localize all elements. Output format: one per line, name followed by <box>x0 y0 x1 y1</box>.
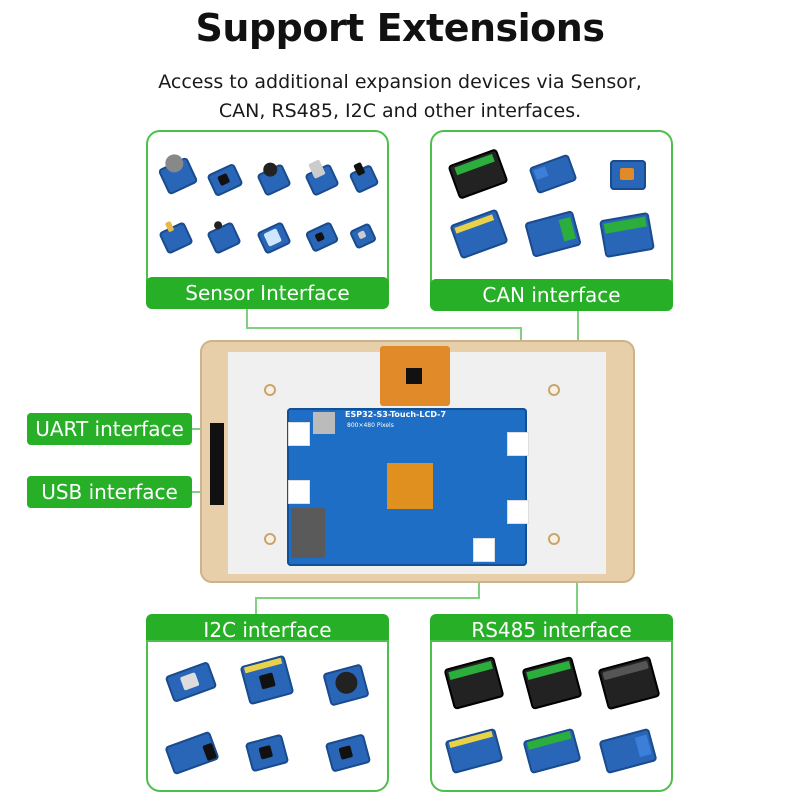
rs485-port <box>507 500 529 524</box>
esp32-board: ESP32-S3-Touch-LCD-7 800×480 Pixels <box>287 408 529 566</box>
page-subtitle: Access to additional expansion devices v… <box>0 68 800 126</box>
board-silkscreen-sub: 800×480 Pixels <box>347 422 394 429</box>
ribbon-connector <box>387 463 433 509</box>
can-port <box>507 432 529 456</box>
i2c-module-icon <box>164 660 218 704</box>
i2c-interface-panel <box>146 640 389 792</box>
i2c-module-icon <box>322 663 370 707</box>
sensor-module-icon <box>157 151 199 196</box>
sensor-module-icon <box>206 219 242 255</box>
rs485-module-icon <box>522 727 582 775</box>
fpc-connector <box>380 346 450 406</box>
can-module-icon <box>610 160 646 190</box>
sensor-module-icon <box>348 161 380 195</box>
mount-hole <box>264 533 276 545</box>
sensor-module-icon <box>256 221 292 255</box>
sd-slot <box>313 412 335 434</box>
i2c-module-icon <box>239 654 295 706</box>
uart-interface-label: UART interface <box>27 413 192 445</box>
rs485-module-icon <box>598 727 658 775</box>
cable-bar <box>210 423 224 505</box>
sensor-module-icon <box>304 159 340 197</box>
subtitle-line-1: Access to additional expansion devices v… <box>158 71 642 93</box>
board-silkscreen-title: ESP32-S3-Touch-LCD-7 <box>345 410 447 419</box>
can-module-icon <box>447 148 509 200</box>
i2c-port <box>473 538 495 562</box>
can-module-icon <box>524 210 582 258</box>
can-module-icon <box>599 211 655 259</box>
rs485-interface-panel <box>430 640 673 792</box>
usb-interface-label: USB interface <box>27 476 192 508</box>
can-module-icon <box>449 208 509 260</box>
sensor-module-icon <box>158 220 194 255</box>
i2c-module-icon <box>244 733 290 773</box>
can-module-icon <box>528 153 578 195</box>
i2c-module-icon <box>164 730 220 776</box>
mount-hole <box>264 384 276 396</box>
sensor-module-icon <box>256 160 292 197</box>
esp32-module <box>291 508 325 558</box>
sensor-module-icon <box>304 221 340 253</box>
i2c-module-icon <box>324 733 372 773</box>
usb-port <box>288 480 310 504</box>
uart-port <box>288 422 310 446</box>
rs485-module-icon <box>521 655 583 711</box>
rs485-module-icon <box>444 727 504 775</box>
subtitle-line-2: CAN, RS485, I2C and other interfaces. <box>218 100 582 122</box>
sensor-module-icon <box>206 162 244 198</box>
mount-hole <box>548 533 560 545</box>
mount-hole <box>548 384 560 396</box>
sensor-module-icon <box>348 222 378 250</box>
page-title: Support Extensions <box>195 6 605 50</box>
rs485-module-icon <box>443 655 505 711</box>
rs485-module-icon <box>597 655 661 711</box>
can-interface-panel <box>430 130 673 307</box>
sensor-interface-label: Sensor Interface <box>146 277 389 309</box>
can-interface-label: CAN interface <box>430 279 673 311</box>
